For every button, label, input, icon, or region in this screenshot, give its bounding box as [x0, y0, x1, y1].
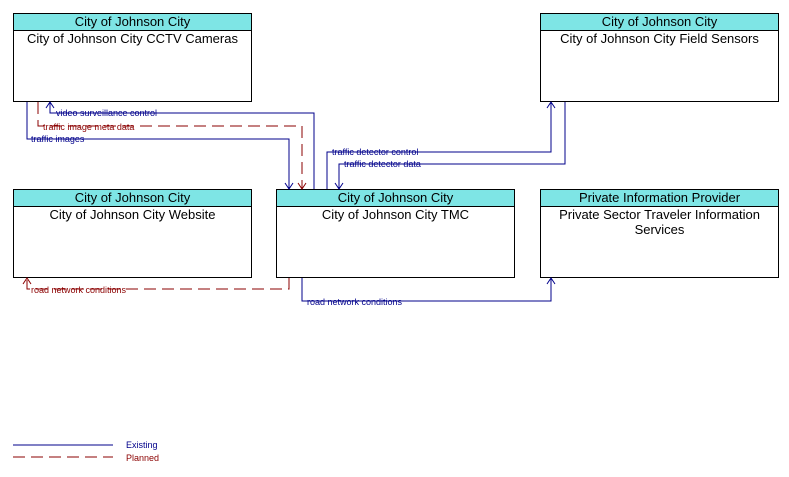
node-owner: City of Johnson City	[14, 190, 251, 207]
flow-video-surveillance-control	[49, 102, 315, 189]
flow-label: video surveillance control	[56, 108, 157, 118]
node-name: City of Johnson City CCTV Cameras	[27, 31, 238, 46]
node-website: City of Johnson City City of Johnson Cit…	[13, 189, 252, 278]
node-owner: City of Johnson City	[277, 190, 514, 207]
arrowhead-icon	[546, 101, 556, 109]
arrowhead-icon	[297, 182, 307, 190]
node-name: Private Sector Traveler Information Serv…	[559, 207, 760, 237]
flow-road-network-website	[26, 278, 290, 290]
arrowhead-icon	[45, 101, 55, 109]
node-name: City of Johnson City Field Sensors	[560, 31, 759, 46]
legend-planned-label: Planned	[126, 453, 159, 463]
arrowhead-icon	[546, 277, 556, 285]
flow-traffic-images	[26, 102, 290, 189]
node-name: City of Johnson City Website	[49, 207, 216, 222]
arrowhead-icon	[22, 277, 32, 285]
node-tmc: City of Johnson City City of Johnson Cit…	[276, 189, 515, 278]
flow-label: traffic detector control	[332, 147, 418, 157]
flow-label: traffic images	[31, 134, 85, 144]
flow-label: road network conditions	[31, 285, 127, 295]
arrowhead-icon	[334, 182, 344, 190]
flow-traffic-detector-data	[338, 102, 566, 189]
flow-label: traffic image meta data	[43, 122, 134, 132]
node-private-isp: Private Information Provider Private Sec…	[540, 189, 779, 278]
flow-traffic-image-meta-data	[37, 102, 303, 189]
node-name: City of Johnson City TMC	[321, 207, 470, 222]
arrowhead-icon	[284, 182, 294, 190]
node-field-sensors: City of Johnson City City of Johnson Cit…	[540, 13, 779, 102]
legend-existing-label: Existing	[126, 440, 158, 450]
flow-road-network-private	[301, 278, 552, 302]
flow-traffic-detector-control	[326, 102, 552, 189]
flow-label: traffic detector data	[344, 159, 421, 169]
node-owner: City of Johnson City	[541, 14, 778, 31]
node-cctv-cameras: City of Johnson City City of Johnson Cit…	[13, 13, 252, 102]
flow-label: road network conditions	[307, 297, 403, 307]
node-owner: Private Information Provider	[541, 190, 778, 207]
node-owner: City of Johnson City	[14, 14, 251, 31]
